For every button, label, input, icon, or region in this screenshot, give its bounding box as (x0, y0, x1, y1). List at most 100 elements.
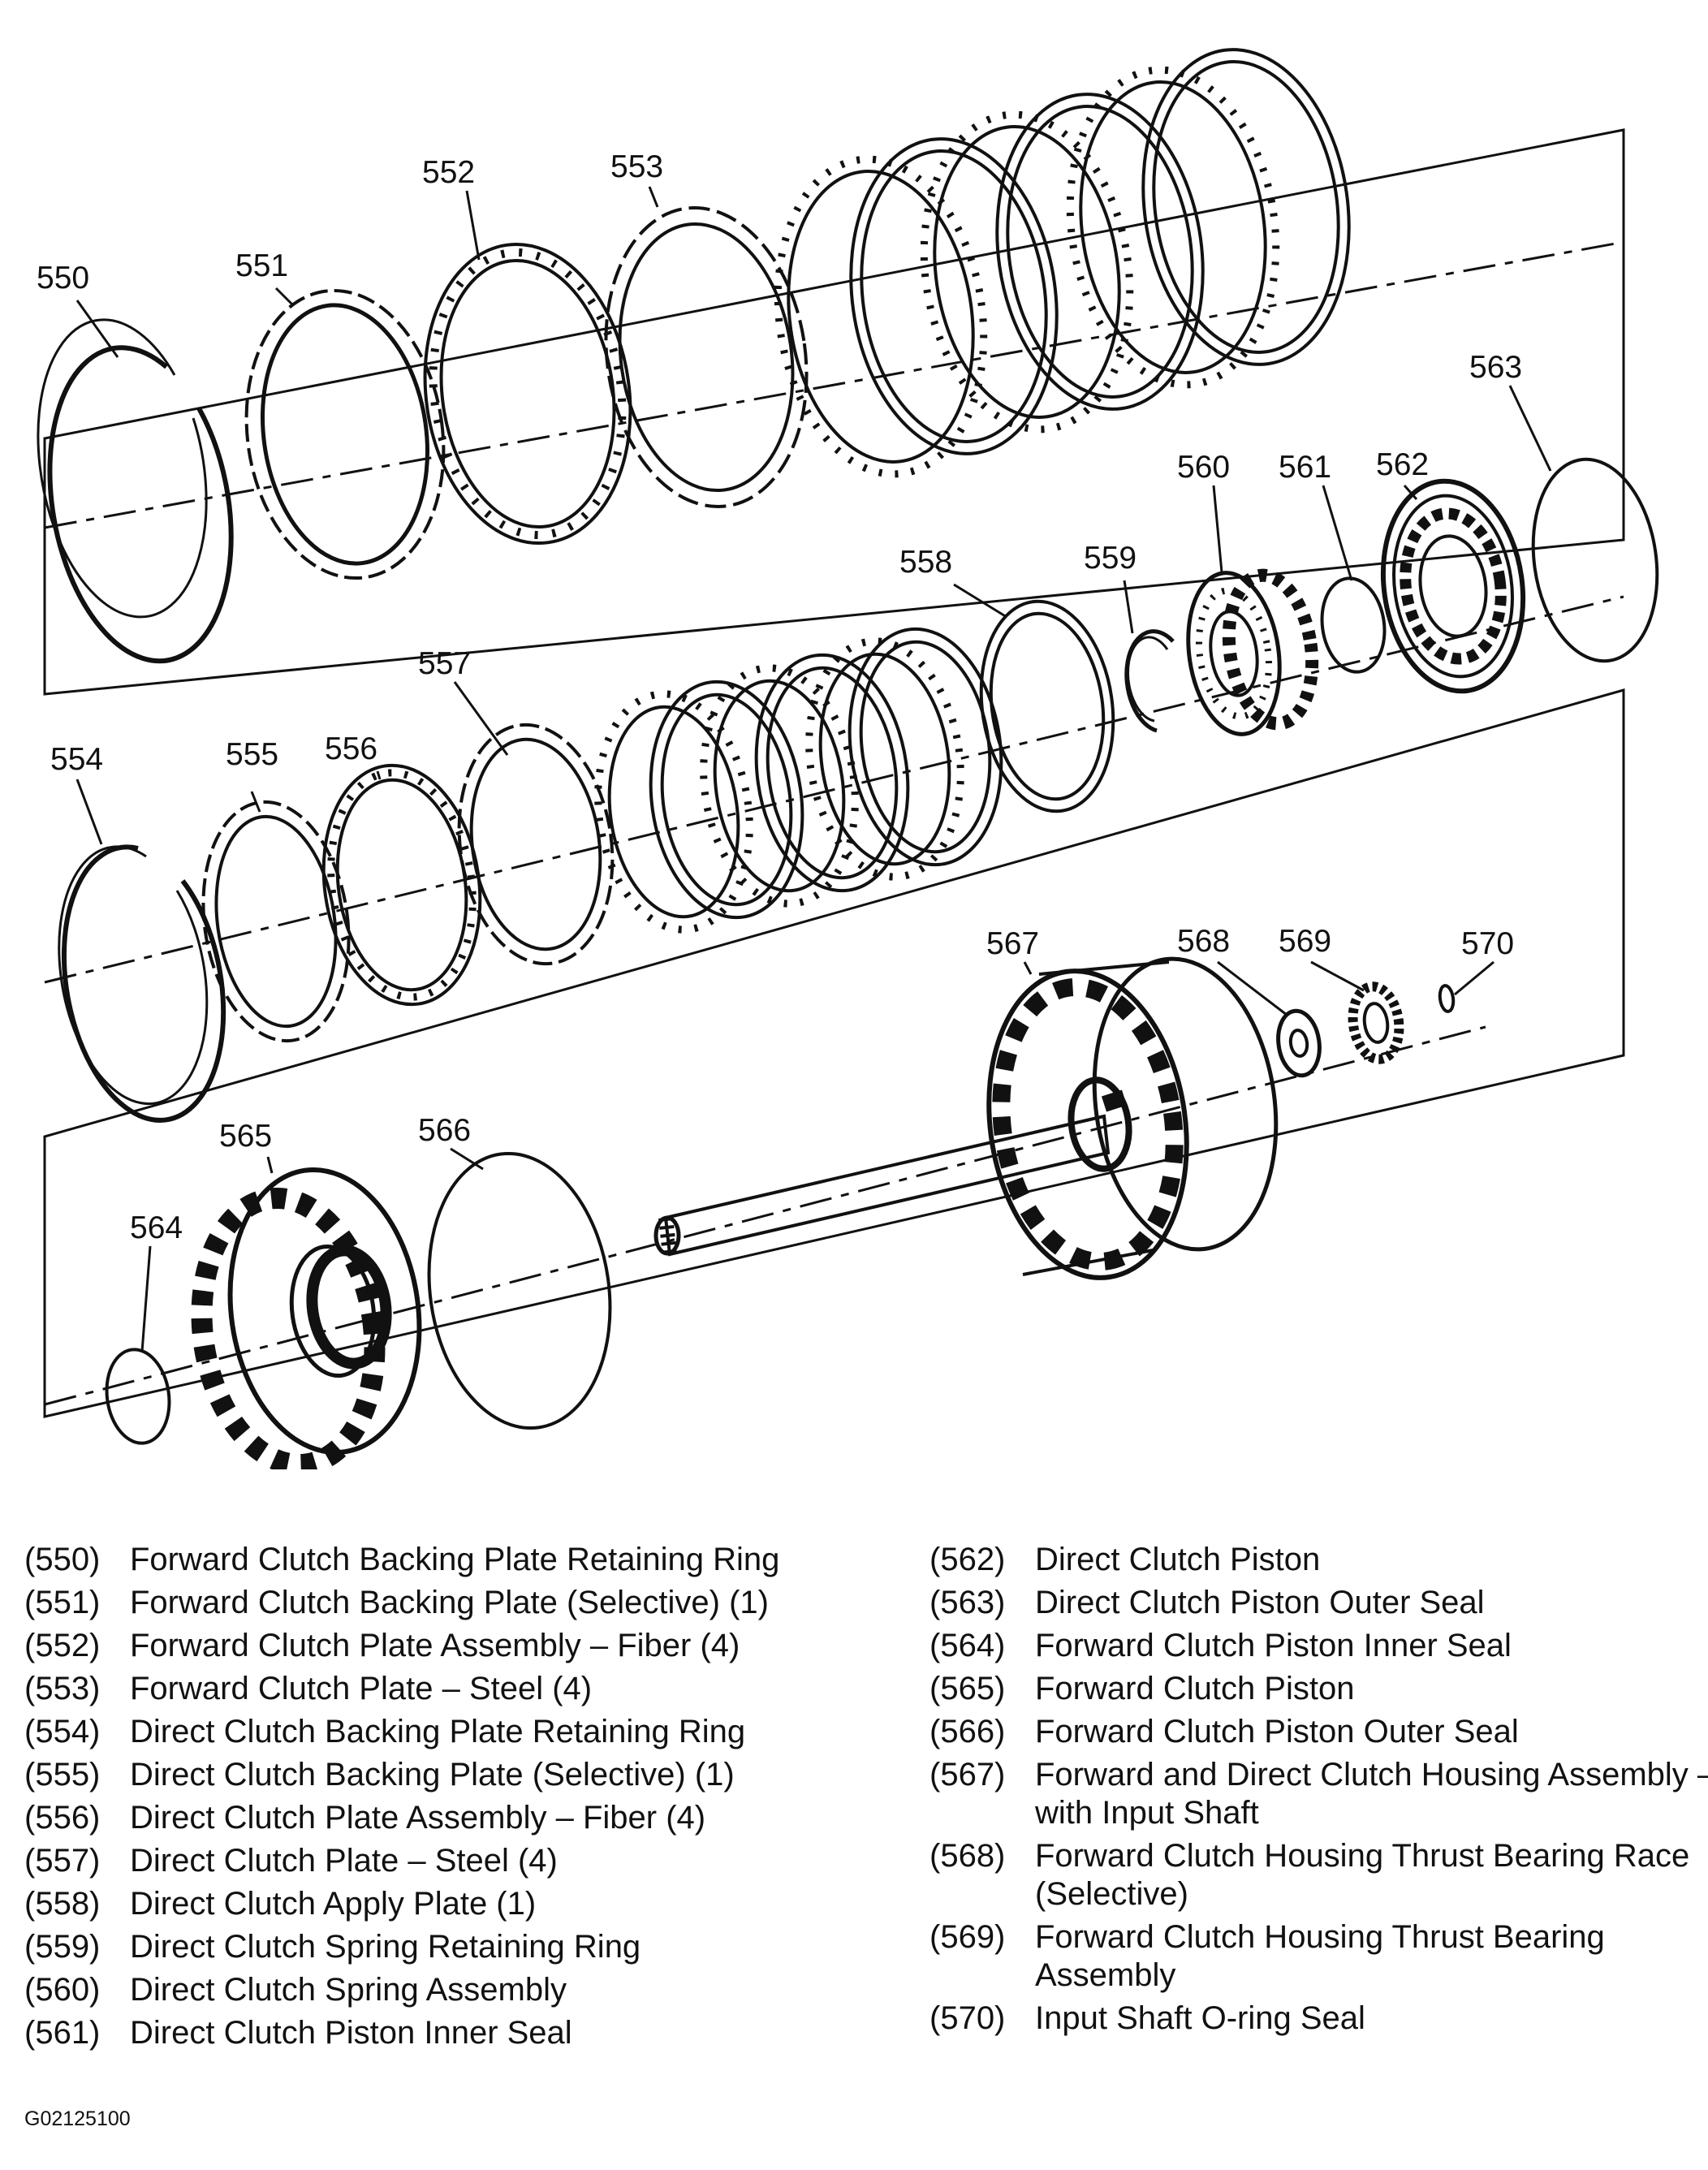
legend-number: (570) (929, 2000, 1006, 2036)
legend-description: Direct Clutch Piston (1035, 1542, 1321, 1577)
callout-551: 551 (235, 248, 288, 283)
legend-description: Direct Clutch Piston Inner Seal (130, 2015, 572, 2051)
part-552-fiber-plate (423, 242, 632, 546)
legend-description: Forward Clutch Backing Plate Retaining R… (130, 1542, 780, 1577)
legend-number: (554) (24, 1714, 101, 1749)
part-553-steel-plate (604, 206, 809, 508)
legend-number: (569) (929, 1919, 1006, 1955)
legend-description: Forward and Direct Clutch Housing Assemb… (1035, 1757, 1708, 1831)
legend-description: Direct Clutch Spring Assembly (130, 1972, 567, 2008)
legend-number: (556) (24, 1800, 101, 1836)
part-551-backing-plate (244, 288, 446, 580)
callout-569: 569 (1279, 924, 1331, 959)
legend-left-column: (550) Forward Clutch Backing Plate Retain… (24, 1541, 877, 2057)
callout-553: 553 (610, 149, 663, 184)
legend-item: (555) Direct Clutch Backing Plate (Select… (24, 1756, 877, 1794)
legend-item: (562) Direct Clutch Piston (929, 1541, 1708, 1579)
legend-number: (567) (929, 1757, 1006, 1793)
legend-number: (559) (24, 1929, 101, 1965)
callout-labels: 550 551 552 553 554 555 556 557 558 559 … (37, 149, 1522, 1245)
part-566-outer-seal (427, 1151, 612, 1430)
legend-item: (554) Direct Clutch Backing Plate Retaini… (24, 1713, 877, 1751)
legend-description: Direct Clutch Backing Plate Retaining Ri… (130, 1714, 746, 1749)
part-556-fiber-plate (321, 763, 482, 1007)
part-558-apply-plate (979, 599, 1115, 813)
part-562-direct-clutch-piston (1380, 478, 1526, 694)
part-570-o-ring-seal (1438, 984, 1456, 1013)
legend-number: (561) (24, 2015, 101, 2051)
legend-description: Forward Clutch Housing Thrust Bearing Ra… (1035, 1838, 1690, 1912)
legend-description: Forward Clutch Piston Outer Seal (1035, 1714, 1519, 1749)
legend-description: Input Shaft O-ring Seal (1035, 2000, 1365, 2036)
legend-item: (565) Forward Clutch Piston (929, 1670, 1708, 1708)
legend-description: Forward Clutch Backing Plate (Selective)… (130, 1585, 769, 1620)
top-panel-outline (43, 128, 1625, 696)
part-550-retaining-ring (37, 318, 234, 664)
callout-555: 555 (226, 737, 278, 772)
legend-description: Direct Clutch Plate – Steel (4) (130, 1843, 558, 1879)
legend-item: (556)Direct Clutch Plate Assembly – Fibe… (24, 1799, 877, 1837)
callout-558: 558 (899, 545, 952, 580)
leader-lines (75, 186, 1552, 1352)
callout-556: 556 (325, 731, 377, 766)
legend-description: Forward Clutch Housing Thrust Bearing As… (1035, 1919, 1605, 1993)
legend-description: Forward Clutch Piston (1035, 1671, 1355, 1706)
middle-axis (44, 595, 1624, 984)
callout-562: 562 (1376, 447, 1429, 482)
legend-number: (552) (24, 1628, 101, 1663)
legend-description: Forward Clutch Piston Inner Seal (1035, 1628, 1512, 1663)
part-561-inner-seal (1320, 576, 1387, 674)
callout-561: 561 (1279, 450, 1331, 485)
callout-567: 567 (986, 926, 1039, 961)
legend-number: (560) (24, 1972, 101, 2008)
legend-description: Direct Clutch Piston Outer Seal (1035, 1585, 1485, 1620)
callout-568: 568 (1177, 924, 1230, 959)
legend-item: (570) Input Shaft O-ring Seal (929, 2000, 1708, 2038)
legend-item: (569) Forward Clutch Housing Thrust Beari… (929, 1918, 1708, 1995)
upper-axis (44, 242, 1616, 529)
legend-number: (555) (24, 1757, 101, 1793)
part-560-spring-assembly (1186, 568, 1319, 736)
legend-item: (550) Forward Clutch Backing Plate Retain… (24, 1541, 877, 1579)
part-565-forward-clutch-piston (191, 1167, 422, 1469)
legend-number: (568) (929, 1838, 1006, 1874)
callout-570: 570 (1461, 926, 1514, 961)
direct-clutch-plate-stack (594, 627, 1003, 934)
callout-566: 566 (418, 1113, 471, 1148)
legend-item: (568) Forward Clutch Housing Thrust Beari… (929, 1837, 1708, 1913)
legend-number: (563) (929, 1585, 1006, 1620)
legend-description: Direct Clutch Apply Plate (1) (130, 1886, 537, 1922)
legend-number: (551) (24, 1585, 101, 1620)
legend-number: (565) (929, 1671, 1006, 1706)
legend-item: (558) Direct Clutch Apply Plate (1) (24, 1885, 877, 1923)
legend-item: (557) Direct Clutch Plate – Steel (4) (24, 1842, 877, 1880)
callout-563: 563 (1469, 350, 1522, 385)
forward-clutch-plate-stack (774, 48, 1351, 478)
legend-number: (566) (929, 1714, 1006, 1749)
legend-item: (564) Forward Clutch Piston Inner Seal (929, 1627, 1708, 1665)
legend-number: (557) (24, 1843, 101, 1879)
legend-description: Direct Clutch Spring Retaining Ring (130, 1929, 641, 1965)
callout-560: 560 (1177, 450, 1230, 485)
part-567-clutch-housing-with-input-shaft (653, 956, 1279, 1280)
legend-item: (553) Forward Clutch Plate – Steel (4) (24, 1670, 877, 1708)
legend-item: (563) Direct Clutch Piston Outer Seal (929, 1584, 1708, 1622)
part-554-retaining-ring (58, 844, 226, 1123)
part-559-spring-retaining-ring (1124, 629, 1175, 733)
part-569-thrust-bearing (1348, 981, 1404, 1064)
callout-559: 559 (1084, 541, 1137, 576)
legend-number: (558) (24, 1886, 101, 1922)
legend-item: (559) Direct Clutch Spring Retaining Ring (24, 1928, 877, 1966)
part-564-inner-seal (105, 1348, 171, 1445)
lower-axis (44, 1025, 1486, 1406)
figure-id: G02125100 (24, 2107, 131, 2130)
bottom-panel-outline (43, 688, 1625, 1418)
legend-number: (564) (929, 1628, 1006, 1663)
legend-number: (562) (929, 1542, 1006, 1577)
legend-number: (550) (24, 1542, 101, 1577)
legend-description: Direct Clutch Backing Plate (Selective) … (130, 1757, 735, 1793)
legend-item: (552)Forward Clutch Plate Assembly – Fib… (24, 1627, 877, 1665)
legend-description: Forward Clutch Plate – Steel (4) (130, 1671, 593, 1706)
callout-565: 565 (219, 1119, 272, 1154)
legend-number: (553) (24, 1671, 101, 1706)
